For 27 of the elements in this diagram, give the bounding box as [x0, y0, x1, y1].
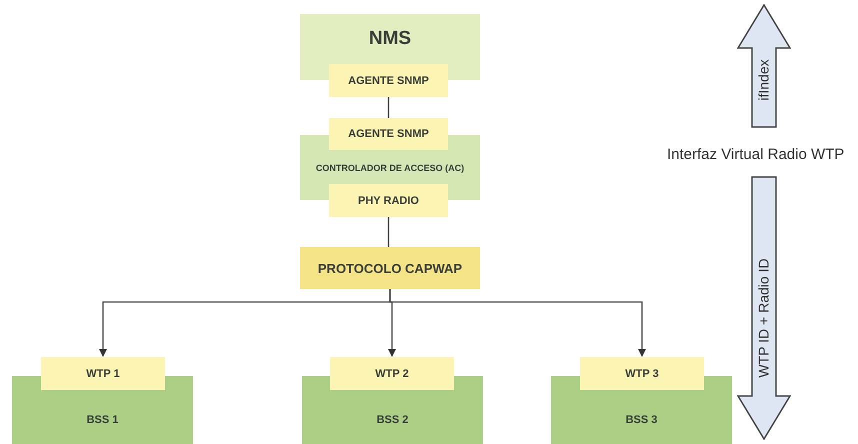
- wtp-box: [41, 357, 165, 390]
- block-arrow: [737, 176, 791, 440]
- agent-box: [329, 118, 448, 150]
- node-label: WTP 1: [86, 368, 120, 380]
- node-label: AGENTE SNMP: [348, 74, 429, 86]
- arrow: [389, 289, 646, 357]
- wtp-box: [580, 357, 704, 390]
- node-label: NMS: [368, 28, 412, 50]
- node-label: WTP 3: [625, 368, 659, 380]
- node-label: AGENTE SNMP: [348, 128, 429, 140]
- wtp-box: [330, 357, 454, 390]
- interface-label: Interfaz Virtual Radio WTP: [667, 146, 844, 163]
- node-label: PROTOCOLO CAPWAP: [318, 260, 462, 276]
- node-label: PHY RADIO: [358, 194, 419, 206]
- node-label: ifIndex: [756, 59, 772, 101]
- node-label: WTP 2: [375, 368, 409, 380]
- node-label: BSS 1: [86, 414, 118, 426]
- node-label: BSS 2: [376, 414, 408, 426]
- block-arrow: [737, 4, 791, 128]
- connector-line: [388, 97, 390, 118]
- node-label: CONTROLADOR DE ACCESO (AC): [316, 162, 464, 172]
- connector-line: [388, 217, 390, 247]
- node-label: BSS 3: [626, 414, 658, 426]
- agent-box: [329, 64, 448, 97]
- radio-box: [329, 184, 448, 217]
- protocol-box: [300, 247, 480, 289]
- node-label: WTP ID + Radio ID: [756, 258, 772, 378]
